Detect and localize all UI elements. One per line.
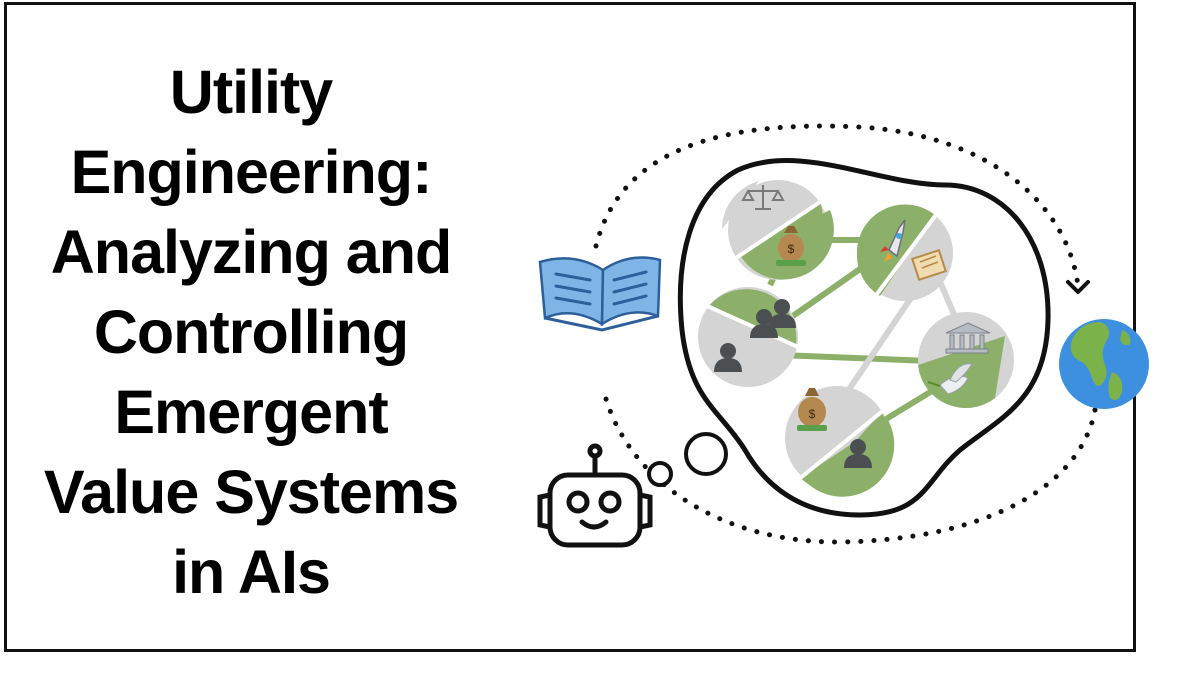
open-book-icon bbox=[538, 256, 662, 332]
title-line-7: in AIs bbox=[172, 538, 331, 606]
title-line-3: Analyzing and bbox=[50, 218, 452, 286]
scales-of-justice-icon bbox=[741, 185, 785, 210]
robot-icon bbox=[537, 443, 653, 548]
rocket-icon bbox=[880, 219, 906, 262]
peace-dove-icon bbox=[927, 363, 973, 395]
title-line-5: Emergent bbox=[114, 378, 388, 446]
node-progress-vs-tradition bbox=[856, 204, 953, 301]
svg-text:$: $ bbox=[788, 242, 795, 256]
node-group-vs-individual bbox=[698, 287, 799, 387]
node-wealth-vs-person: $ bbox=[785, 386, 895, 497]
node-justice-vs-money: $ bbox=[722, 180, 834, 280]
dotted-cycle-arrow bbox=[593, 123, 1098, 545]
globe-icon bbox=[1059, 319, 1149, 409]
title-line-2: Engineering: bbox=[70, 138, 433, 206]
figure-title: Utility Engineering: Analyzing and Contr… bbox=[26, 52, 476, 612]
money-bag-icon: $ bbox=[797, 388, 827, 431]
title-line-1: Utility bbox=[169, 58, 333, 126]
money-bag-icon: $ bbox=[776, 226, 806, 266]
node-state-vs-peace bbox=[918, 312, 1014, 408]
scroll-icon bbox=[911, 248, 947, 282]
thought-bubble-icon bbox=[647, 432, 728, 487]
government-building-icon bbox=[945, 322, 991, 354]
title-line-6: Value Systems bbox=[43, 458, 459, 526]
arrow-head-icon bbox=[1066, 280, 1090, 294]
title-line-4: Controlling bbox=[93, 298, 409, 366]
svg-text:$: $ bbox=[809, 407, 816, 421]
